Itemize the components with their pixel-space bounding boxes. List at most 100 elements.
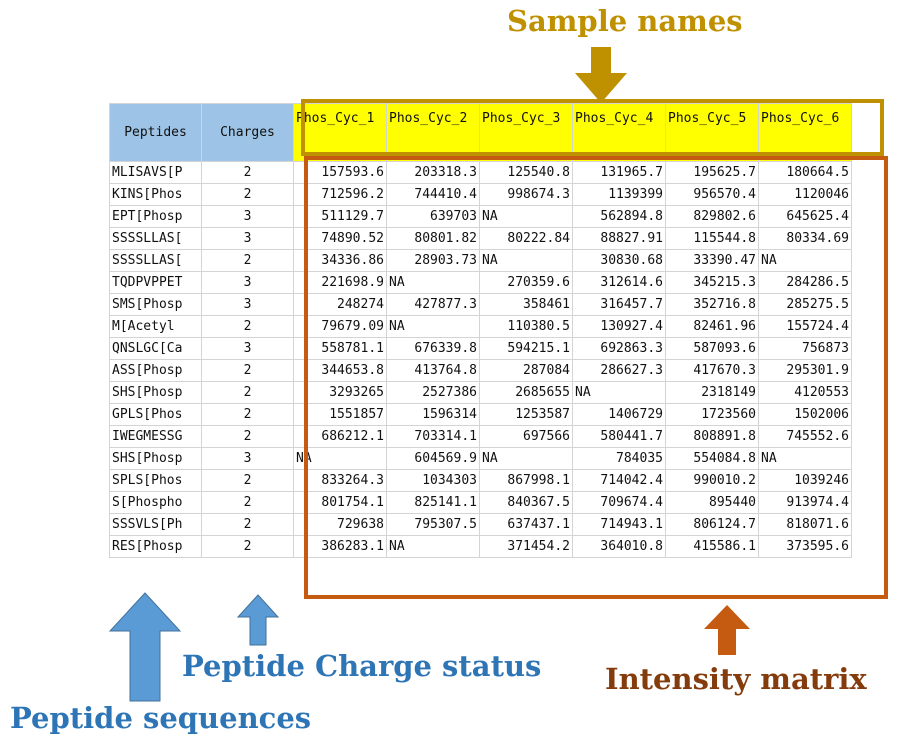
intensity-cell: 427877.3 bbox=[386, 293, 480, 316]
peptide-cell: SMS[Phosp bbox=[109, 293, 202, 316]
charge-cell: 3 bbox=[201, 271, 294, 294]
peptide-cell: SHS[Phosp bbox=[109, 381, 202, 404]
intensity-cell: 712596.2 bbox=[293, 183, 387, 206]
sample-names-label: Sample names bbox=[507, 4, 743, 38]
peptide-cell: QNSLGC[Ca bbox=[109, 337, 202, 360]
intensity-cell: 285275.5 bbox=[758, 293, 852, 316]
intensity-cell: 2685655 bbox=[479, 381, 573, 404]
intensity-cell: 1253587 bbox=[479, 403, 573, 426]
intensity-cell: 801754.1 bbox=[293, 491, 387, 514]
peptide-cell: SSSSLLAS[ bbox=[109, 249, 202, 272]
charge-cell: 3 bbox=[201, 205, 294, 228]
intensity-cell: 312614.6 bbox=[572, 271, 666, 294]
intensity-cell: 286627.3 bbox=[572, 359, 666, 382]
intensity-cell: 364010.8 bbox=[572, 535, 666, 558]
intensity-cell: 2527386 bbox=[386, 381, 480, 404]
intensity-cell: 818071.6 bbox=[758, 513, 852, 536]
intensity-cell: 195625.7 bbox=[665, 161, 759, 184]
intensity-cell: 637437.1 bbox=[479, 513, 573, 536]
intensity-cell: 110380.5 bbox=[479, 315, 573, 338]
intensity-matrix-arrow-icon bbox=[704, 605, 750, 655]
intensity-cell: 3293265 bbox=[293, 381, 387, 404]
intensity-cell: 371454.2 bbox=[479, 535, 573, 558]
charge-cell: 3 bbox=[201, 337, 294, 360]
peptide-cell: SPLS[Phos bbox=[109, 469, 202, 492]
header-peptides: Peptides bbox=[109, 103, 202, 162]
intensity-cell: 358461 bbox=[479, 293, 573, 316]
intensity-cell: 558781.1 bbox=[293, 337, 387, 360]
intensity-cell: 806124.7 bbox=[665, 513, 759, 536]
intensity-cell: 686212.1 bbox=[293, 425, 387, 448]
peptide-cell: S[Phospho bbox=[109, 491, 202, 514]
intensity-cell: 74890.52 bbox=[293, 227, 387, 250]
intensity-cell: 1723560 bbox=[665, 403, 759, 426]
charge-cell: 2 bbox=[201, 315, 294, 338]
intensity-cell: NA bbox=[479, 447, 573, 470]
charge-cell: 2 bbox=[201, 491, 294, 514]
intensity-cell: 784035 bbox=[572, 447, 666, 470]
intensity-cell: 88827.91 bbox=[572, 227, 666, 250]
intensity-cell: 386283.1 bbox=[293, 535, 387, 558]
charge-cell: 2 bbox=[201, 359, 294, 382]
peptide-cell: MLISAVS[P bbox=[109, 161, 202, 184]
charge-cell: 2 bbox=[201, 425, 294, 448]
intensity-cell: 554084.8 bbox=[665, 447, 759, 470]
intensity-cell: 415586.1 bbox=[665, 535, 759, 558]
intensity-cell: 80334.69 bbox=[758, 227, 852, 250]
header-charges: Charges bbox=[201, 103, 294, 162]
charge-cell: 2 bbox=[201, 249, 294, 272]
intensity-cell: 1596314 bbox=[386, 403, 480, 426]
intensity-cell: 2318149 bbox=[665, 381, 759, 404]
intensity-cell: NA bbox=[386, 535, 480, 558]
peptide-sequences-label: Peptide sequences bbox=[10, 701, 312, 735]
intensity-cell: 373595.6 bbox=[758, 535, 852, 558]
intensity-cell: NA bbox=[758, 249, 852, 272]
intensity-cell: 692863.3 bbox=[572, 337, 666, 360]
intensity-cell: 580441.7 bbox=[572, 425, 666, 448]
peptide-cell: SHS[Phosp bbox=[109, 447, 202, 470]
intensity-cell: 756873 bbox=[758, 337, 852, 360]
intensity-cell: 203318.3 bbox=[386, 161, 480, 184]
intensity-cell: NA bbox=[386, 271, 480, 294]
intensity-matrix-label: Intensity matrix bbox=[605, 662, 867, 696]
intensity-spreadsheet: Peptides Charges Phos_Cyc_1 Phos_Cyc_2 P… bbox=[109, 103, 852, 558]
intensity-cell: 82461.96 bbox=[665, 315, 759, 338]
intensity-cell: 587093.6 bbox=[665, 337, 759, 360]
intensity-cell: 709674.4 bbox=[572, 491, 666, 514]
intensity-cell: 295301.9 bbox=[758, 359, 852, 382]
peptide-cell: GPLS[Phos bbox=[109, 403, 202, 426]
peptide-cell: SSSSLLAS[ bbox=[109, 227, 202, 250]
intensity-cell: 345215.3 bbox=[665, 271, 759, 294]
peptide-cell: RES[Phosp bbox=[109, 535, 202, 558]
intensity-cell: 157593.6 bbox=[293, 161, 387, 184]
intensity-cell: 125540.8 bbox=[479, 161, 573, 184]
intensity-cell: 413764.8 bbox=[386, 359, 480, 382]
peptide-cell: KINS[Phos bbox=[109, 183, 202, 206]
charge-cell: 2 bbox=[201, 381, 294, 404]
charge-cell: 2 bbox=[201, 513, 294, 536]
intensity-cell: 808891.8 bbox=[665, 425, 759, 448]
peptide-cell: EPT[Phosp bbox=[109, 205, 202, 228]
charge-cell: 2 bbox=[201, 535, 294, 558]
charge-cell: 2 bbox=[201, 469, 294, 492]
charge-cell: 3 bbox=[201, 227, 294, 250]
intensity-cell: 80801.82 bbox=[386, 227, 480, 250]
intensity-cell: 829802.6 bbox=[665, 205, 759, 228]
intensity-cell: 130927.4 bbox=[572, 315, 666, 338]
sample-names-box bbox=[301, 99, 884, 156]
charge-cell: 2 bbox=[201, 161, 294, 184]
peptide-cell: M[Acetyl bbox=[109, 315, 202, 338]
intensity-cell: 594215.1 bbox=[479, 337, 573, 360]
peptide-cell: TQDPVPPET bbox=[109, 271, 202, 294]
